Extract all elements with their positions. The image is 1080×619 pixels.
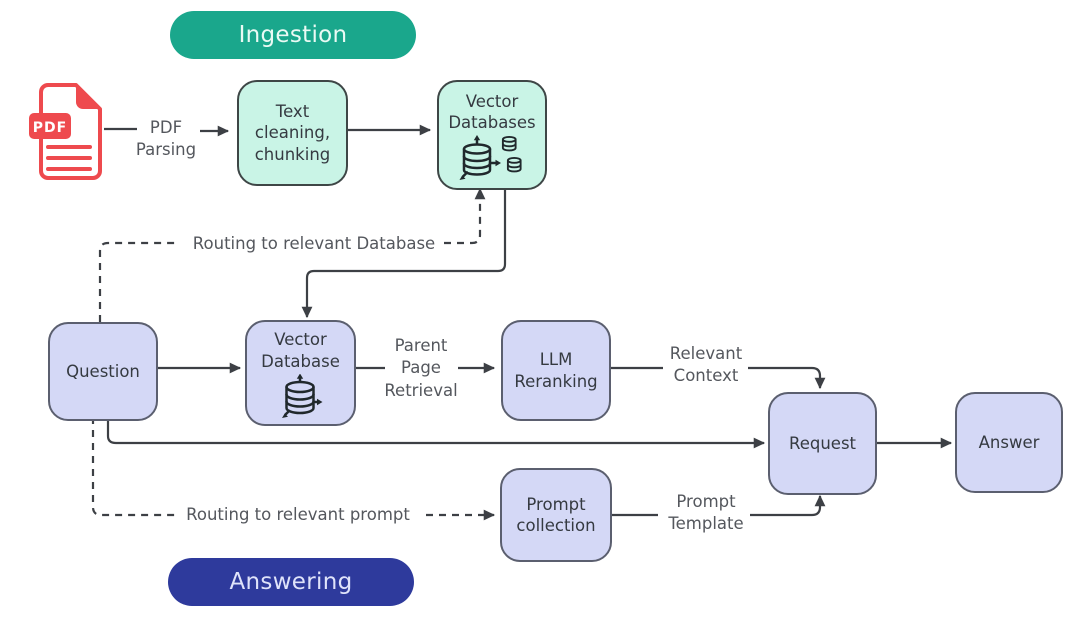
edge-label-pdf-parsing: PDF Parsing (135, 118, 197, 160)
pdf-badge (29, 113, 71, 139)
edge-label-routing-prompt: Routing to relevant prompt (186, 505, 410, 524)
node-prompt-collection-label: Prompt collection (516, 494, 596, 535)
edge-question-to-request-arrow (106, 417, 766, 449)
databases-cluster-icon (459, 135, 522, 181)
node-question: Question (48, 322, 158, 421)
edge-label-parent-page-retrieval: Parent Page Retrieval (384, 336, 458, 400)
node-llm-reranking: LLM Reranking (501, 320, 611, 421)
pdf-file-icon: PDF (29, 83, 102, 180)
small-database-cylinder-1 (501, 136, 517, 152)
edge-routing-database-right-dashed (444, 187, 486, 245)
ingestion-section-pill: Ingestion (170, 11, 416, 59)
database-icon (281, 373, 322, 418)
node-question-label: Question (66, 361, 140, 381)
node-text-cleaning-label: Text cleaning, chunking (254, 101, 331, 164)
small-database-cylinder-2 (506, 157, 522, 173)
edge-label-routing-database: Routing to relevant Database (192, 234, 436, 253)
big-database-cylinder (459, 135, 501, 181)
node-vector-database: Vector Database (245, 320, 356, 426)
edge-context-to-request-arrow (748, 366, 826, 390)
node-vector-databases: Vector Databases (437, 80, 547, 190)
node-text-cleaning: Text cleaning, chunking (237, 80, 348, 186)
node-vector-database-label: Vector Database (261, 330, 340, 371)
answering-section-label: Answering (229, 569, 353, 595)
pdf-badge-text: PDF (33, 120, 67, 136)
answering-section-pill: Answering (168, 558, 414, 606)
edge-routing-prompt-left-dashed (91, 417, 177, 517)
node-answer: Answer (955, 392, 1063, 493)
edge-vectordbs-to-vectordb-arrow (301, 182, 507, 319)
node-vector-databases-label: Vector Databases (448, 91, 536, 132)
node-llm-reranking-label: LLM Reranking (514, 350, 598, 391)
node-prompt-collection: Prompt collection (500, 468, 612, 562)
node-request-label: Request (788, 433, 857, 453)
pdf-folded-corner (76, 85, 100, 109)
edge-template-to-request-arrow (750, 494, 826, 517)
edge-routing-database-left-dashed (98, 241, 180, 322)
node-request: Request (768, 392, 877, 495)
edge-label-prompt-template: Prompt Template (668, 492, 744, 534)
ingestion-section-label: Ingestion (238, 22, 348, 48)
node-answer-label: Answer (978, 432, 1040, 452)
pdf-text-lines (46, 145, 92, 171)
edge-label-relevant-context: Relevant Context (669, 344, 743, 386)
